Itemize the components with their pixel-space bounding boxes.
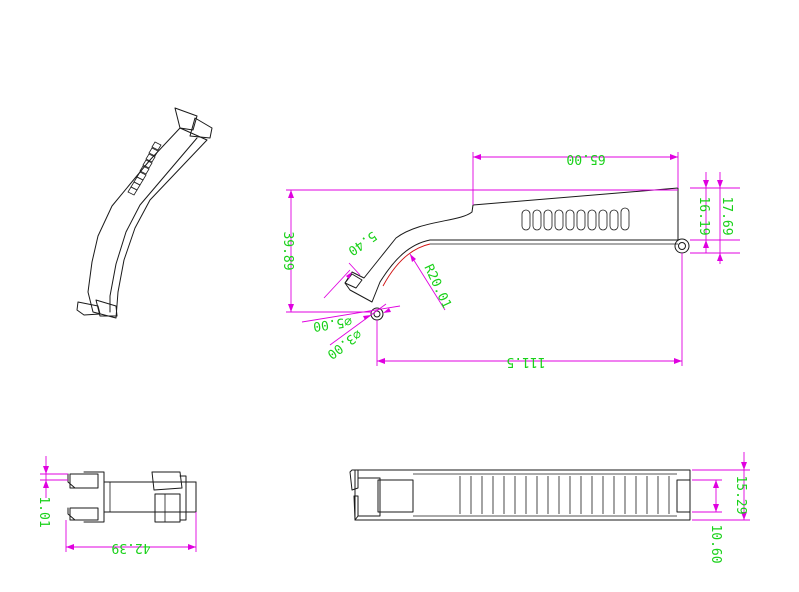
dim-dia5-label: ∅5.00 bbox=[312, 313, 353, 333]
side-slots bbox=[521, 207, 630, 231]
top-view-ribs bbox=[459, 476, 670, 514]
dim-1-01-label: 1.01 bbox=[36, 496, 51, 527]
end-view: 42.39 1.01 bbox=[36, 456, 197, 555]
isometric-slots bbox=[127, 141, 162, 196]
dim-15-29-label: 15.29 bbox=[733, 475, 748, 514]
dim-65-label: 65.00 bbox=[566, 151, 605, 166]
dim-39-89-label: 39.89 bbox=[280, 231, 295, 270]
dim-5-40-label: 5.40 bbox=[345, 228, 379, 258]
dim-111-5-label: 111.5 bbox=[506, 354, 545, 369]
dim-r20-label: R20.01 bbox=[420, 262, 453, 311]
side-view: 65.00 39.89 5.40 R20.01 16.19 17.69 bbox=[280, 151, 740, 369]
dim-42-39-label: 42.39 bbox=[111, 540, 150, 555]
isometric-view bbox=[76, 107, 213, 319]
top-view: 15.29 10.60 bbox=[349, 452, 750, 564]
dim-16-19-label: 16.19 bbox=[696, 196, 711, 235]
dim-10-60-label: 10.60 bbox=[708, 524, 723, 563]
dim-17-69-label: 17.69 bbox=[719, 196, 734, 235]
